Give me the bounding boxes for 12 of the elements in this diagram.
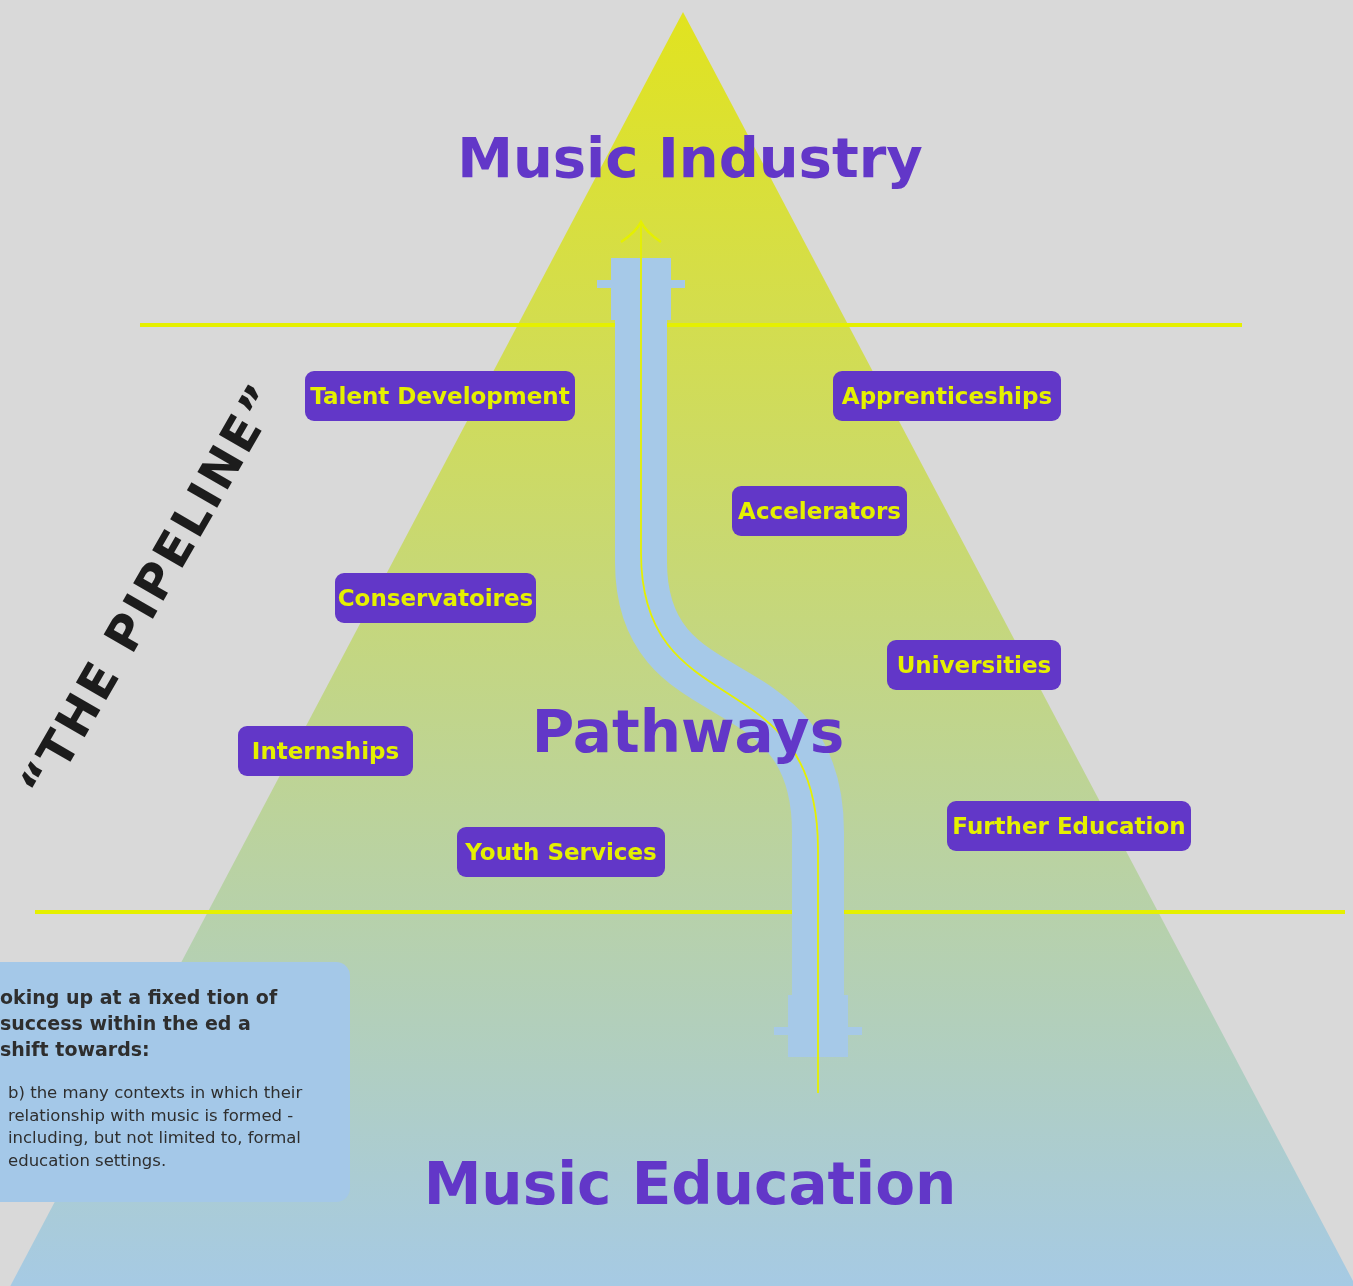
pathway-tag: Further Education xyxy=(947,801,1191,851)
pipe-arrow xyxy=(597,220,862,1094)
pathway-tag: Internships xyxy=(238,726,413,776)
pathway-tag: Youth Services xyxy=(457,827,665,877)
pathway-tag: Universities xyxy=(887,640,1061,690)
pathway-tag: Conservatoires xyxy=(335,573,536,623)
note-heading: oking up at a fixed tion of success within the ed a shift towards: xyxy=(0,985,279,1062)
pathway-tag: Talent Development xyxy=(305,371,575,421)
pathway-tag: Apprenticeships xyxy=(833,371,1061,421)
band-title: Music Education xyxy=(423,1155,957,1213)
pathway-tag: Accelerators xyxy=(732,486,907,536)
note-text: b) the many contexts in which their relationship with music is formed - including, but not limited to, formal education settings. xyxy=(8,1082,304,1172)
